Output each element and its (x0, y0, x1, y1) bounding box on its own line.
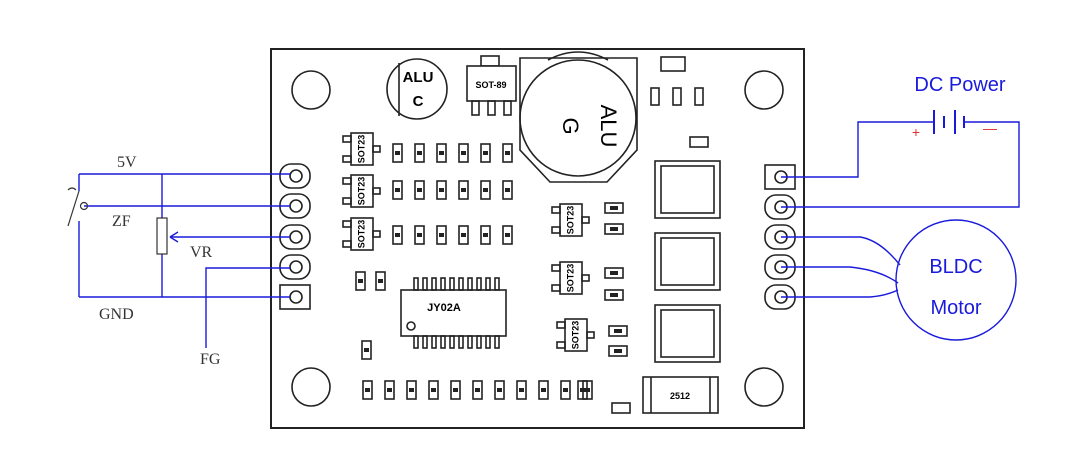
potentiometer (156, 217, 168, 255)
smd-resistor (414, 180, 425, 200)
smd-resistor (560, 380, 571, 400)
smd-resistor (450, 380, 461, 400)
sot23-transistor: SOT23 (342, 217, 381, 251)
smd-resistor (414, 143, 425, 163)
smd-resistor (392, 225, 403, 245)
smd-resistor (502, 143, 513, 163)
smd-resistor (577, 380, 588, 400)
sot23-transistor: SOT23 (342, 174, 381, 208)
sot23-label: SOT23 (570, 321, 580, 350)
aluc-label-bottom: C (413, 93, 424, 110)
sot89-label: SOT-89 (475, 80, 506, 90)
smd-resistor (355, 271, 366, 291)
sot23-label: SOT23 (356, 220, 366, 249)
sot23-transistor: SOT23 (551, 203, 590, 237)
mount-hole-bottom-left (291, 367, 331, 407)
smd-resistor (375, 271, 386, 291)
smd-capacitor (604, 223, 624, 235)
smd-resistor (458, 180, 469, 200)
motor-wiring (781, 236, 901, 298)
smd-resistor (480, 225, 491, 245)
smd-capacitor (604, 202, 624, 214)
smd-resistor (406, 380, 417, 400)
smd-resistor (392, 143, 403, 163)
sot23-transistor: SOT23 (342, 132, 381, 166)
sot23-transistor: SOT23 (551, 261, 590, 295)
smd-capacitor (608, 345, 628, 357)
mount-hole-top-left (291, 70, 331, 110)
aluc-capacitor: ALU C (386, 58, 448, 120)
smd-resistor (392, 180, 403, 200)
smd-resistor (436, 143, 447, 163)
smd-resistor (362, 380, 373, 400)
direction-switch (67, 187, 89, 227)
smd-resistor (361, 340, 372, 360)
sot23-label: SOT23 (565, 264, 575, 293)
sot23-transistor: SOT23 (556, 318, 595, 352)
dc-power-label: DC Power (914, 74, 1005, 96)
ic-label: JY02A (427, 302, 461, 314)
smd-resistor (516, 380, 527, 400)
mount-hole-top-right (744, 70, 784, 110)
sot23-label: SOT23 (356, 177, 366, 206)
label-zf: ZF (112, 213, 131, 230)
label-gnd: GND (99, 306, 134, 323)
smd-resistor (436, 180, 447, 200)
capacitor-label-2: G (558, 117, 583, 134)
bldc-motor-circle (895, 219, 1017, 341)
smd-resistor (428, 380, 439, 400)
label-fg: FG (200, 351, 221, 368)
smd-resistor-array (355, 143, 628, 400)
aluc-label-top: ALU (403, 69, 434, 86)
left-wiring (78, 173, 290, 348)
sot23-label: SOT23 (565, 206, 575, 235)
resistor-2512: 2512 (642, 376, 719, 414)
smd-resistor (538, 380, 549, 400)
smd-resistor (414, 225, 425, 245)
smd-resistor (480, 143, 491, 163)
jy02a-ic: JY02A (400, 277, 507, 349)
mosfet-3 (654, 304, 721, 363)
capacitor-label-1: ALU (596, 105, 621, 148)
smd-resistor (494, 380, 505, 400)
mount-hole-bottom-right (744, 367, 784, 407)
motor-label-line2: Motor (930, 297, 981, 319)
motor-label-line1: BLDC (929, 256, 982, 278)
resistor-label: 2512 (670, 391, 690, 401)
power-plus-sign: + (912, 124, 920, 140)
smd-resistor (436, 225, 447, 245)
smd-resistor (502, 225, 513, 245)
smd-resistor (458, 225, 469, 245)
power-minus-sign: — (983, 120, 997, 136)
electrolytic-capacitor: ALU G (519, 51, 638, 183)
smd-resistor (458, 143, 469, 163)
mosfet-1 (654, 160, 721, 219)
smd-resistor (502, 180, 513, 200)
label-vr: VR (190, 244, 213, 261)
sot89-package: SOT-89 (466, 55, 517, 116)
mosfet-2 (654, 232, 721, 291)
smd-bottom-right (611, 402, 631, 414)
smd-resistor (480, 180, 491, 200)
smd-top (660, 56, 686, 72)
smd-resistor (472, 380, 483, 400)
smd-row-top-right (650, 87, 704, 106)
smd-capacitor (604, 289, 624, 301)
smd-capacitor (608, 325, 628, 337)
dc-power-wiring (781, 110, 1020, 208)
smd-capacitor (604, 267, 624, 279)
label-5v: 5V (117, 154, 137, 171)
smd-small (689, 136, 709, 148)
smd-resistor (384, 380, 395, 400)
sot23-label: SOT23 (356, 135, 366, 164)
